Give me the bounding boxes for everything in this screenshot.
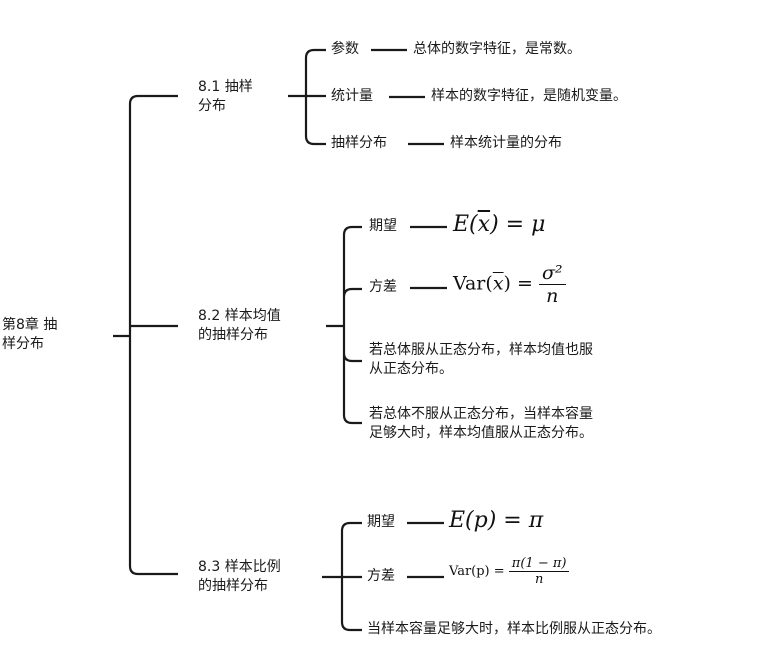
formula-part: E( <box>453 212 478 237</box>
section1-topic[interactable]: 8.1 抽样 分布 <box>198 78 253 116</box>
s3-expectation-label[interactable]: 期望 <box>367 514 395 530</box>
formula-part: ) = μ <box>490 212 546 237</box>
section2-title-line2: 的抽样分布 <box>198 327 268 343</box>
section1-title-line2: 分布 <box>198 98 226 114</box>
fraction-denominator: n <box>546 285 559 307</box>
fraction-denominator: n <box>534 572 544 587</box>
s3-note[interactable]: 当样本容量足够大时，样本比例服从正态分布。 <box>367 621 661 637</box>
section1-title-line1: 8.1 抽样 <box>198 79 253 95</box>
formula-part: x <box>492 272 504 295</box>
note-line: 从正态分布。 <box>369 361 453 377</box>
section3-bracket <box>340 521 362 632</box>
formula-part: x <box>477 212 491 237</box>
s2-variance-label[interactable]: 方差 <box>369 279 397 295</box>
s1-item-label[interactable]: 参数 <box>331 41 359 57</box>
s1-item-desc[interactable]: 样本的数字特征，是随机变量。 <box>431 88 627 104</box>
section2-title-line1: 8.2 样本均值 <box>198 308 281 324</box>
section2-topic[interactable]: 8.2 样本均值 的抽样分布 <box>198 307 281 345</box>
note-line: 足够大时，样本均值服从正态分布。 <box>369 425 593 441</box>
note-line: 若总体不服从正态分布，当样本容量 <box>369 406 593 422</box>
root-line2: 样分布 <box>2 336 44 352</box>
s1-item-desc[interactable]: 总体的数字特征，是常数。 <box>413 41 581 57</box>
s2-note-1[interactable]: 若总体服从正态分布，样本均值也服 从正态分布。 <box>369 341 593 379</box>
fraction: π(1 − π)n <box>508 556 570 587</box>
root-topic[interactable]: 第8章 抽 样分布 <box>2 316 57 354</box>
s1-item-label[interactable]: 统计量 <box>331 88 373 104</box>
formula-part: Var( <box>453 272 493 295</box>
formula-part: Var(p) = <box>449 564 509 579</box>
section1-bracket <box>304 48 326 146</box>
s3-variance-formula[interactable]: Var(p) = π(1 − π)n <box>449 556 570 587</box>
s1-item-desc[interactable]: 样本统计量的分布 <box>450 135 562 151</box>
section2-bracket <box>342 225 362 425</box>
s2-expectation-label[interactable]: 期望 <box>369 218 397 234</box>
section3-title-line2: 的抽样分布 <box>198 578 268 594</box>
root-line1: 第8章 抽 <box>2 317 58 333</box>
fraction-numerator: π(1 − π) <box>508 556 570 572</box>
s2-note-2[interactable]: 若总体不服从正态分布，当样本容量 足够大时，样本均值服从正态分布。 <box>369 405 593 443</box>
s3-variance-label[interactable]: 方差 <box>367 568 395 584</box>
section3-topic[interactable]: 8.3 样本比例 的抽样分布 <box>198 558 281 596</box>
s1-item-label[interactable]: 抽样分布 <box>331 135 387 151</box>
fraction-numerator: σ² <box>538 262 566 285</box>
s3-expectation-formula[interactable]: E(p) = π <box>449 508 544 533</box>
main-bracket <box>128 94 178 576</box>
note-line: 若总体服从正态分布，样本均值也服 <box>369 342 593 358</box>
s2-expectation-formula[interactable]: E(x) = μ <box>453 212 545 237</box>
formula-part: ) = <box>503 272 539 295</box>
section3-title-line1: 8.3 样本比例 <box>198 559 281 575</box>
